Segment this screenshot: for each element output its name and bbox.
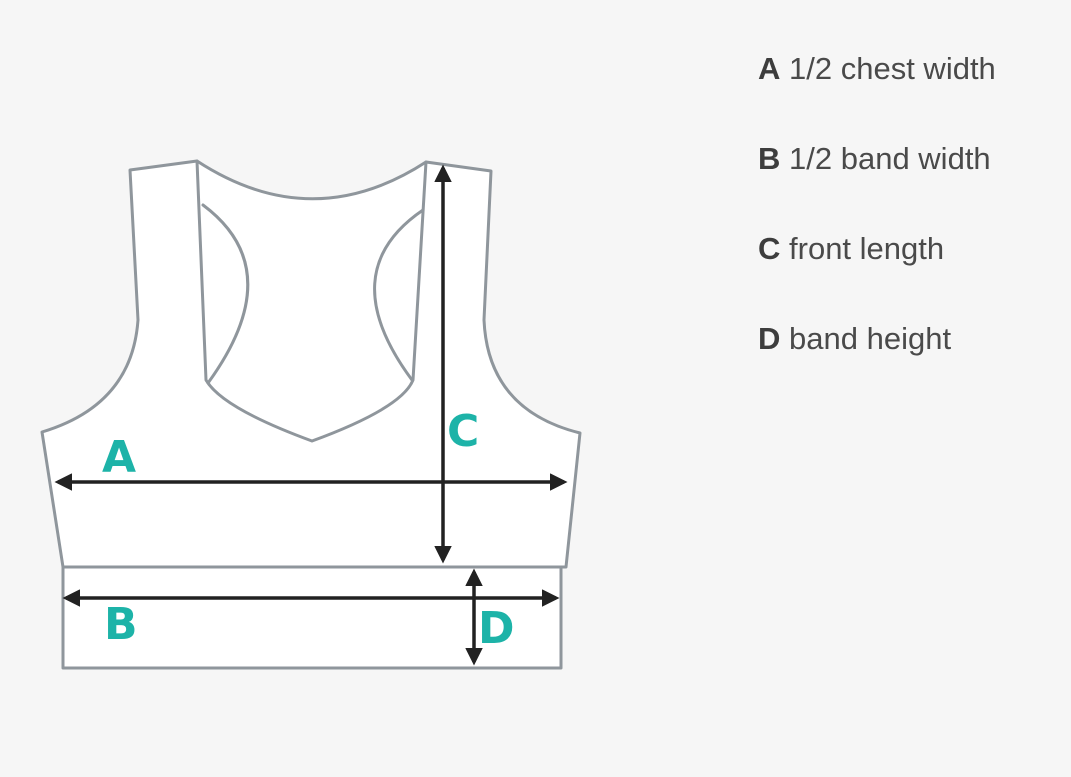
legend-label: front length <box>789 231 945 266</box>
right-armhole-inner <box>373 208 425 382</box>
marker-a: A <box>102 432 136 483</box>
marker-d: D <box>478 603 515 654</box>
legend-item-band-height: D band height <box>758 318 996 408</box>
marker-b: B <box>104 599 138 650</box>
legend-item-chest-width: A 1/2 chest width <box>758 48 996 138</box>
legend-letter: B <box>758 141 781 176</box>
left-armhole-inner <box>201 203 250 385</box>
measurement-legend: A 1/2 chest width B 1/2 band width C fro… <box>758 48 996 408</box>
marker-c: C <box>447 406 479 457</box>
bra-body <box>40 159 582 569</box>
legend-letter: A <box>758 51 781 86</box>
legend-item-band-width: B 1/2 band width <box>758 138 996 228</box>
racerback-strap <box>195 159 428 443</box>
garment-outline <box>40 159 582 670</box>
legend-item-front-length: C front length <box>758 228 996 318</box>
legend-label: band height <box>789 321 952 356</box>
legend-label: 1/2 band width <box>789 141 991 176</box>
legend-letter: D <box>758 321 781 356</box>
legend-label: 1/2 chest width <box>789 51 996 86</box>
legend-letter: C <box>758 231 781 266</box>
measurement-arrows <box>54 164 568 666</box>
